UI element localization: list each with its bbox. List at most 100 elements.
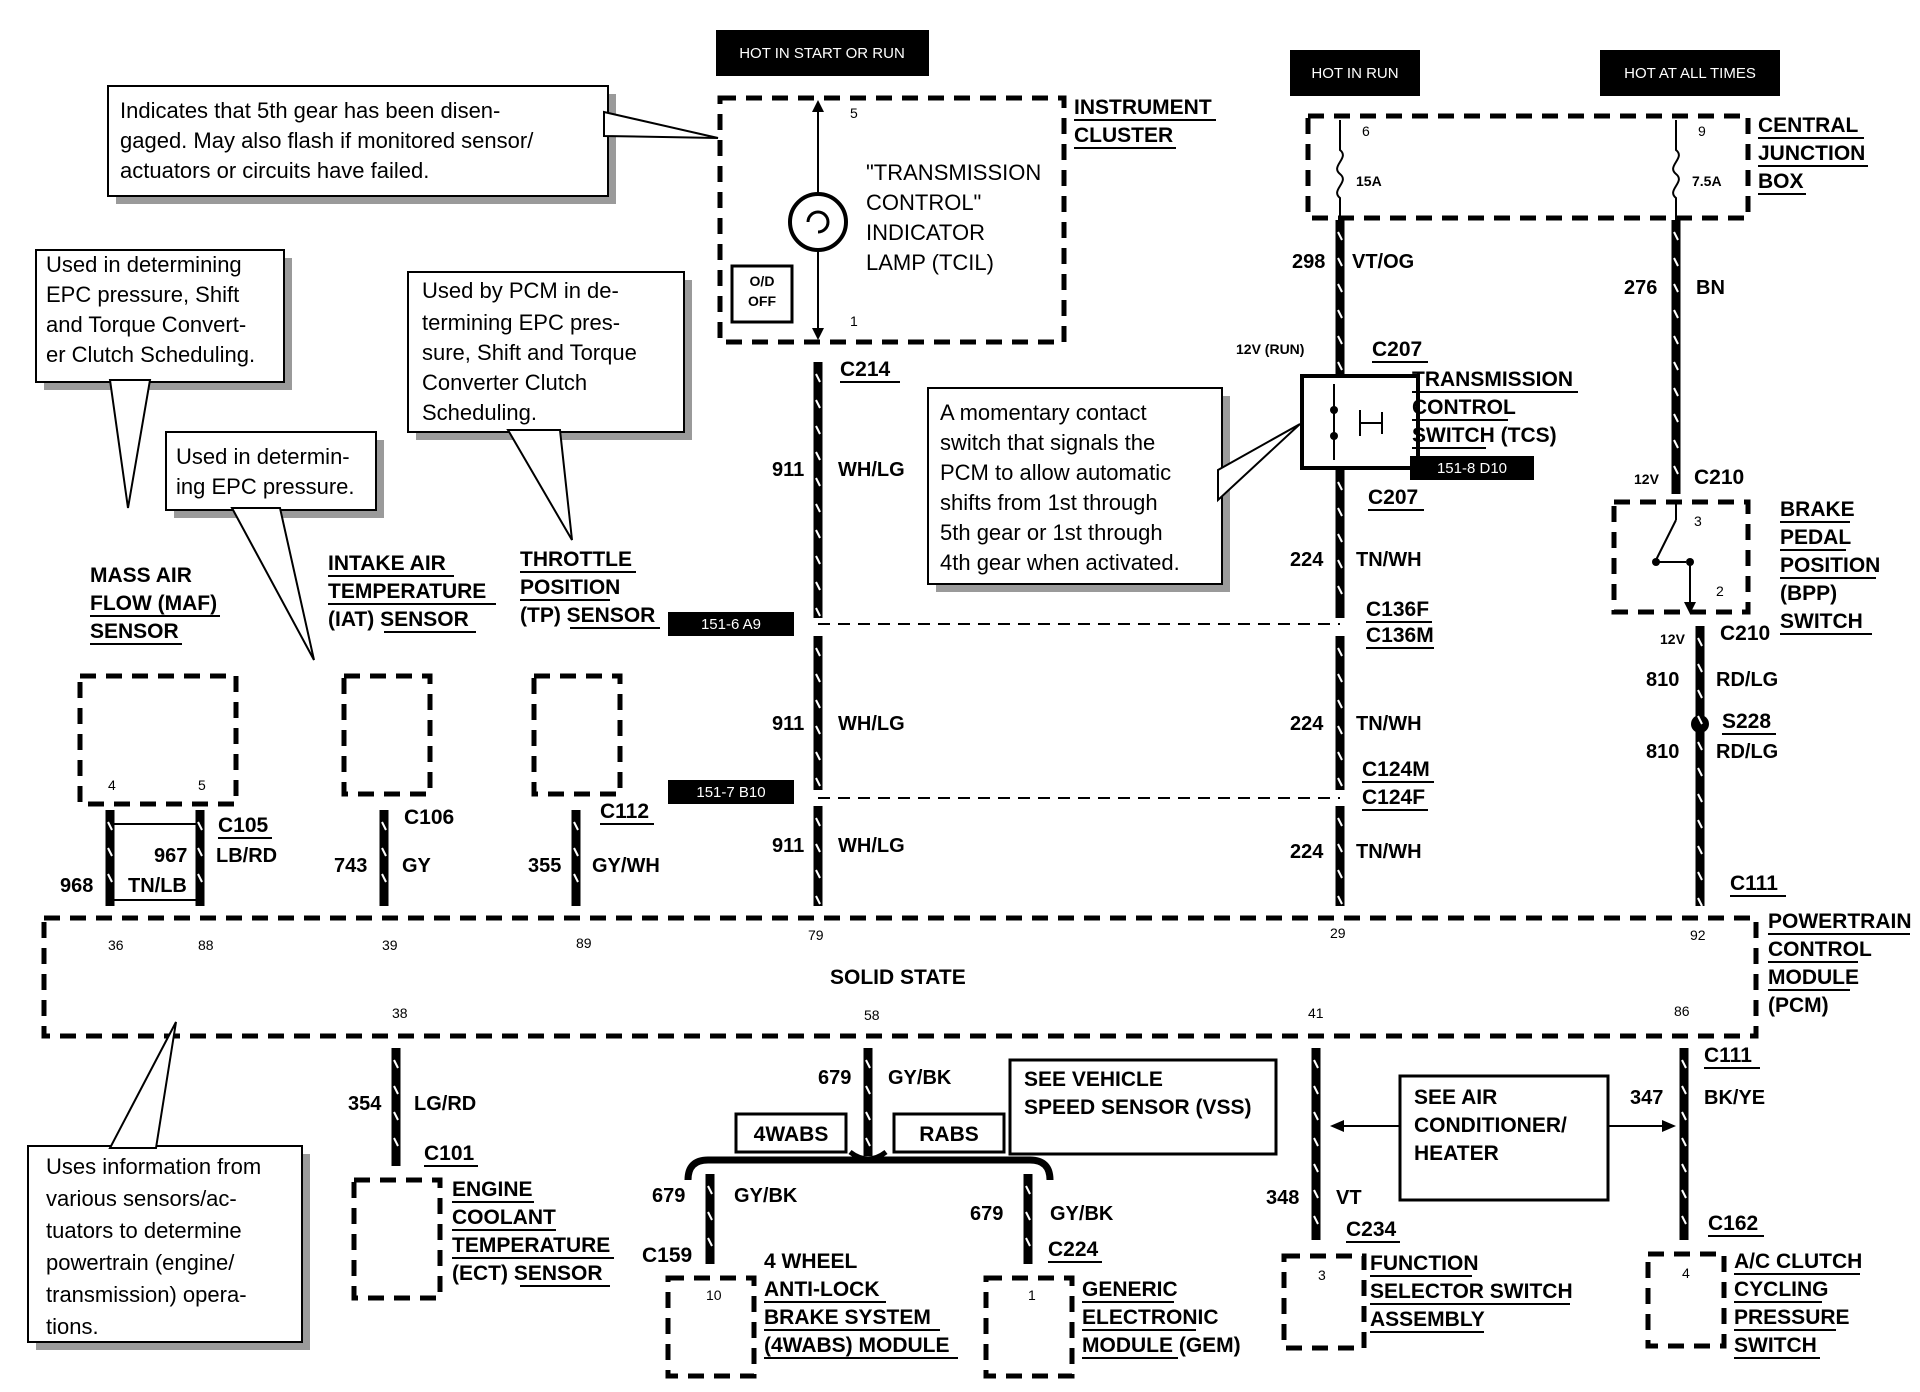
svg-text:TRANSMISSION: TRANSMISSION [1412,368,1573,391]
svg-text:actuators or circuits have fai: actuators or circuits have failed. [120,158,429,183]
od-off-indicator: O/D OFF [730,264,794,324]
svg-text:ANTI-LOCK: ANTI-LOCK [764,1278,879,1301]
bpp-switch-icon [1652,500,1696,614]
svg-text:O/D: O/D [750,273,775,289]
svg-text:WH/LG: WH/LG [838,459,905,481]
callout-tcs: A momentary contact switch that signals … [927,387,1301,592]
svg-text:88: 88 [198,937,214,953]
wire-354: 354 LG/RD [348,1048,476,1166]
svg-text:GY: GY [402,855,432,877]
svg-text:810: 810 [1646,669,1679,691]
svg-text:CLUSTER: CLUSTER [1074,124,1173,147]
svg-text:CONDITIONER/: CONDITIONER/ [1414,1114,1567,1137]
fuse-15a-icon: 6 15A [1336,120,1382,220]
svg-text:TN/LB: TN/LB [128,875,187,897]
svg-text:MASS AIR: MASS AIR [90,564,192,587]
ac-heater-reference-box: SEE AIR CONDITIONER/ HEATER [1398,1074,1610,1202]
svg-text:OFF: OFF [748,293,776,309]
fss-label: FUNCTION SELECTOR SWITCH ASSEMBLY [1370,1252,1573,1333]
svg-text:HEATER: HEATER [1414,1142,1499,1165]
svg-text:4: 4 [1682,1265,1690,1281]
tag-4wabs: 4WABS [734,1112,848,1154]
svg-text:911: 911 [772,459,804,481]
svg-text:VT/OG: VT/OG [1352,251,1414,273]
svg-text:SEE VEHICLE: SEE VEHICLE [1024,1068,1163,1091]
acc-label: A/C CLUTCH CYCLING PRESSURE SWITCH [1734,1250,1862,1359]
svg-text:355: 355 [528,855,561,877]
callout-iat: Used in determin- ing EPC pressure. [165,431,384,661]
svg-text:Scheduling.: Scheduling. [422,400,537,425]
svg-text:(IAT) SENSOR: (IAT) SENSOR [328,608,469,631]
svg-text:GY/BK: GY/BK [1050,1203,1114,1225]
svg-text:PEDAL: PEDAL [1780,526,1851,549]
wire-679-branch [684,1156,1054,1181]
svg-text:BRAKE: BRAKE [1780,498,1855,521]
svg-text:PCM to allow automatic: PCM to allow automatic [940,460,1171,485]
callout-tp: Used by PCM in de- termining EPC pres- s… [407,271,692,541]
svg-text:RABS: RABS [919,1123,979,1146]
svg-text:347: 347 [1630,1087,1663,1109]
svg-text:WH/LG: WH/LG [838,835,905,857]
tcs-switch-icon [1330,384,1383,460]
svg-text:1: 1 [1028,1287,1036,1303]
svg-text:BK/YE: BK/YE [1704,1087,1765,1109]
svg-text:12V: 12V [1660,631,1686,647]
acc-switch-box [1645,1251,1727,1349]
svg-text:EPC pressure, Shift: EPC pressure, Shift [46,282,239,307]
maf-label: MASS AIR FLOW (MAF) SENSOR [90,564,220,645]
splice-s228-icon [1691,715,1709,733]
svg-text:RD/LG: RD/LG [1716,669,1778,691]
svg-text:WH/LG: WH/LG [838,713,905,735]
svg-text:and Torque Convert-: and Torque Convert- [46,312,246,337]
svg-text:Uses information from: Uses information from [46,1154,261,1179]
svg-text:C136M: C136M [1366,624,1434,647]
svg-text:224: 224 [1290,841,1324,863]
svg-text:A/C CLUTCH: A/C CLUTCH [1734,1250,1862,1273]
svg-text:151-7 B10: 151-7 B10 [696,784,765,801]
wire-348: 348 VT [1266,1048,1362,1240]
svg-text:TN/WH: TN/WH [1356,841,1422,863]
svg-text:JUNCTION: JUNCTION [1758,142,1865,165]
bpp-switch-box [1611,499,1751,615]
abs-module-box [665,1275,757,1379]
ect-label: ENGINE COOLANT TEMPERATURE (ECT) SENSOR [452,1178,614,1287]
svg-text:(TP) SENSOR: (TP) SENSOR [520,604,655,627]
svg-text:C111: C111 [1730,872,1778,895]
svg-text:"TRANSMISSION: "TRANSMISSION [866,160,1041,185]
svg-text:3: 3 [1694,513,1702,529]
svg-text:GY/BK: GY/BK [734,1185,798,1207]
svg-text:C106: C106 [404,806,454,829]
svg-text:FLOW (MAF): FLOW (MAF) [90,592,217,615]
ref-tag-151-8-d10: 151-8 D10 [1410,456,1534,480]
svg-text:12V (RUN): 12V (RUN) [1236,341,1304,357]
svg-text:FUNCTION: FUNCTION [1370,1252,1479,1275]
svg-text:various sensors/ac-: various sensors/ac- [46,1186,237,1211]
svg-text:86: 86 [1674,1003,1690,1019]
svg-text:15A: 15A [1356,173,1382,189]
hot-all-times-tag: HOT AT ALL TIMES [1600,50,1780,96]
vss-reference-box: SEE VEHICLE SPEED SENSOR (VSS) [1008,1058,1278,1156]
tcil-label: "TRANSMISSION CONTROL" INDICATOR LAMP (T… [866,160,1041,275]
svg-text:10: 10 [706,1287,722,1303]
svg-text:C159: C159 [642,1244,692,1267]
svg-text:POWERTRAIN: POWERTRAIN [1768,910,1912,933]
svg-text:9: 9 [1698,123,1706,139]
svg-text:RD/LG: RD/LG [1716,741,1778,763]
wire-968: 968 [60,810,115,906]
svg-text:SWITCH (TCS): SWITCH (TCS) [1412,424,1557,447]
svg-text:MODULE: MODULE [1768,966,1859,989]
svg-text:Used in determin-: Used in determin- [176,444,350,469]
svg-text:C214: C214 [840,358,891,381]
svg-text:HOT AT ALL TIMES: HOT AT ALL TIMES [1624,65,1756,82]
wire-224: 224 TN/WH 224 TN/WH 224 TN/WH [1290,470,1422,906]
svg-text:29: 29 [1330,925,1346,941]
svg-text:GY/WH: GY/WH [592,855,660,877]
svg-text:INTAKE AIR: INTAKE AIR [328,552,446,575]
svg-text:SWITCH: SWITCH [1780,610,1863,633]
ref-tag-151-7-b10: 151-7 B10 [668,780,794,804]
tp-sensor-box [531,673,623,797]
svg-text:151-6 A9: 151-6 A9 [701,616,761,633]
svg-text:(PCM): (PCM) [1768,994,1829,1017]
iat-sensor-box [341,673,433,797]
